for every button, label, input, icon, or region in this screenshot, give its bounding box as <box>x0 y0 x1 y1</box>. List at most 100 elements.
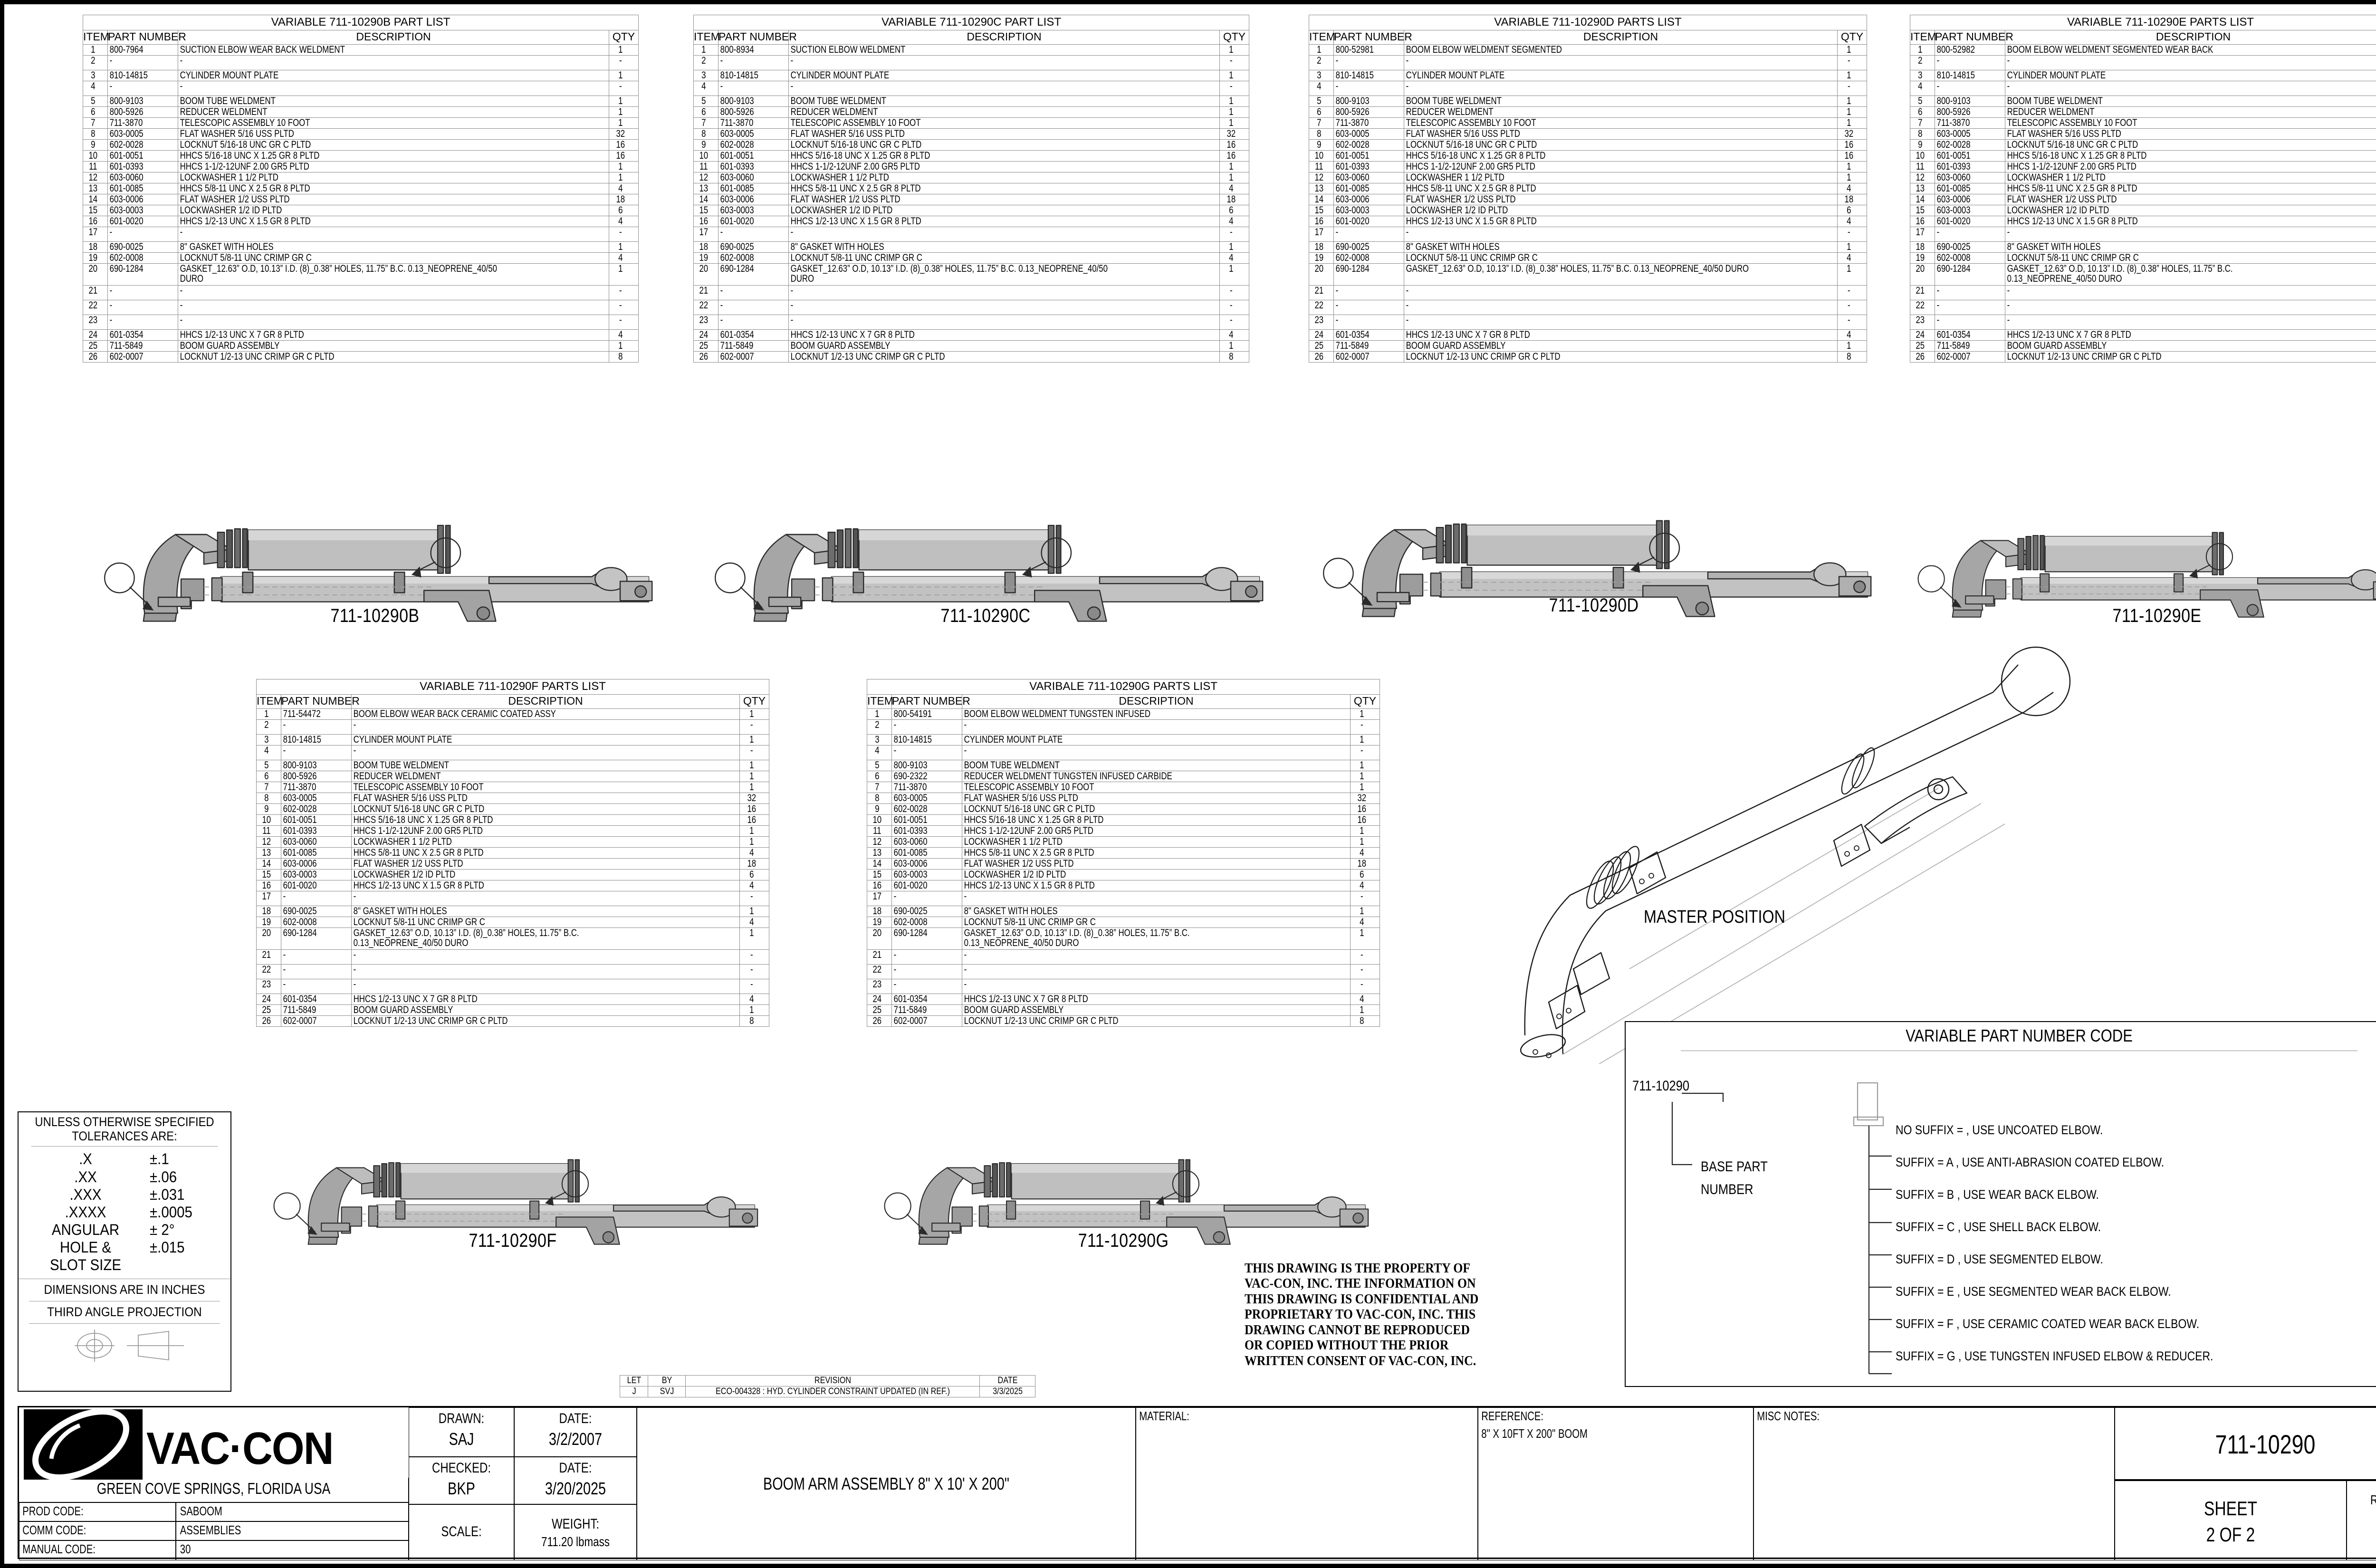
cell-item: 5 <box>83 95 103 107</box>
column-header-qty: QTY <box>739 694 769 709</box>
column-header-part-number: PART NUMBER <box>718 30 797 45</box>
cell-description: LOCKWASHER 1 1/2 PLTD <box>178 172 523 183</box>
cell-item: 8 <box>693 128 714 140</box>
sheet-label: SHEET <box>2204 1497 2258 1520</box>
cell-qty: 1 <box>1350 825 1374 837</box>
cell-item: 19 <box>83 252 103 264</box>
material-cell: MATERIAL: <box>1136 1407 1478 1560</box>
cell-item: 14 <box>83 193 103 205</box>
proprietary-notice: THIS DRAWING IS THE PROPERTY OF VAC-CON,… <box>1245 1261 1479 1368</box>
cell-item: 3 <box>256 734 277 746</box>
cell-item: 11 <box>1309 161 1329 172</box>
revision-column-header: LET <box>622 1375 646 1386</box>
cell-description: - <box>2005 285 2307 300</box>
cell-item: 23 <box>867 978 887 994</box>
cell-part-number: 800-9103 <box>718 95 775 107</box>
cell-item: 24 <box>83 329 103 341</box>
cell-description: TELESCOPIC ASSEMBLY 10 FOOT <box>788 117 1134 129</box>
cell-qty: 4 <box>1350 916 1374 928</box>
weight-label: WEIGHT: <box>552 1516 599 1532</box>
cell-qty: - <box>739 964 764 979</box>
cell-description: LOCKNUT 5/16-18 UNC GR C PLTD <box>351 803 662 815</box>
cell-item: 24 <box>1910 329 1930 341</box>
drawn-cell: DRAWN: SAJ <box>409 1407 514 1457</box>
title-block: VAC·CON GREEN COVE SPRINGS, FLORIDA USA … <box>18 1406 2376 1560</box>
parts-list-row: 22--- <box>867 964 1380 979</box>
cell-part-number: 602-0028 <box>281 803 338 815</box>
cell-qty: 1 <box>739 770 764 782</box>
cell-description: LOCKNUT 1/2-13 UNC CRIMP GR C PLTD <box>1404 351 1751 363</box>
cell-description: HHCS 1/2-13 UNC X 1.5 GR 8 PLTD <box>351 880 662 891</box>
cell-description: - <box>351 719 662 735</box>
manual-code-label: MANUAL CODE: <box>22 1542 96 1556</box>
cell-description: 8" GASKET WITH HOLES <box>351 905 662 917</box>
cell-description: - <box>1404 285 1751 300</box>
revision-column-header: REVISION <box>707 1375 958 1386</box>
cell-description: CYLINDER MOUNT PLATE <box>1404 69 1751 81</box>
checked-date-label: DATE: <box>559 1460 592 1476</box>
cell-qty: 1 <box>1350 905 1374 917</box>
cell-part-number: 601-0051 <box>281 814 338 826</box>
cell-qty: 1 <box>739 836 764 848</box>
cell-part-number: 601-0354 <box>718 329 775 341</box>
cell-part-number: 601-0354 <box>1935 329 1992 341</box>
cell-part-number: 602-0028 <box>891 803 948 815</box>
cell-part-number: 800-5926 <box>718 106 775 118</box>
cell-item: 7 <box>83 117 103 129</box>
cell-description: SUCTION ELBOW WELDMENT <box>788 44 1134 56</box>
checked-cell: CHECKED: BKP <box>409 1457 514 1504</box>
cell-qty: 16 <box>1219 150 1244 162</box>
cell-description: REDUCER WELDMENT <box>2005 106 2307 118</box>
company-location-text: GREEN COVE SPRINGS, FLORIDA USA <box>96 1480 331 1497</box>
cell-description: GASKET_12.63” O.D, 10.13” I.D. (8)_0.38”… <box>788 263 1134 286</box>
cell-item: 21 <box>693 285 714 300</box>
parts-list-row: 22--- <box>83 299 639 315</box>
parts-list-row: 22--- <box>1910 299 2376 315</box>
column-header-qty: QTY <box>1219 30 1250 45</box>
cell-part-number: 810-14815 <box>281 734 338 746</box>
cell-qty: 1 <box>1219 172 1244 183</box>
column-header-qty: QTY <box>608 30 639 45</box>
cell-description: LOCKNUT 5/8-11 UNC CRIMP GR C <box>178 252 523 264</box>
cell-description: LOCKNUT 5/8-11 UNC CRIMP GR C <box>788 252 1134 264</box>
cell-item: 9 <box>867 803 887 815</box>
cell-part-number: 603-0006 <box>107 193 164 205</box>
cell-qty: - <box>1837 80 1861 96</box>
base-part-number-value: 711-10290 <box>1632 1078 1690 1094</box>
cell-part-number: 690-1284 <box>1935 263 1992 286</box>
cell-part-number: - <box>1333 314 1390 330</box>
cell-description: CYLINDER MOUNT PLATE <box>962 734 1273 746</box>
cell-part-number: - <box>718 285 775 300</box>
cell-description: LOCKNUT 5/8-11 UNC CRIMP GR C <box>2005 252 2307 264</box>
tolerance-row: ANGULAR± 2° <box>19 1221 230 1239</box>
cell-description: HHCS 1/2-13 UNC X 7 GR 8 PLTD <box>1404 329 1751 341</box>
cell-item: 13 <box>1910 182 1930 194</box>
cell-qty: 6 <box>609 204 633 216</box>
cell-part-number: 602-0007 <box>718 351 775 363</box>
cell-item: 26 <box>693 351 714 363</box>
cell-part-number: - <box>1935 80 1992 96</box>
cell-description: GASKET_12.63” O.D, 10.13” I.D. (8)_0.38”… <box>1404 263 1751 286</box>
cell-item: 3 <box>1910 69 1930 81</box>
tolerance-value: ±.015 <box>150 1239 185 1256</box>
boom-assembly-isometric-view <box>715 525 1264 622</box>
cell-item: 2 <box>867 719 887 735</box>
cell-part-number: 603-0006 <box>1935 193 1992 205</box>
parts-list-row: 22--- <box>256 964 769 979</box>
prod-code-value-cell: SABOOM <box>176 1502 409 1521</box>
sheet-value: 2 OF 2 <box>2206 1523 2255 1546</box>
cell-qty: 4 <box>1837 329 1861 341</box>
